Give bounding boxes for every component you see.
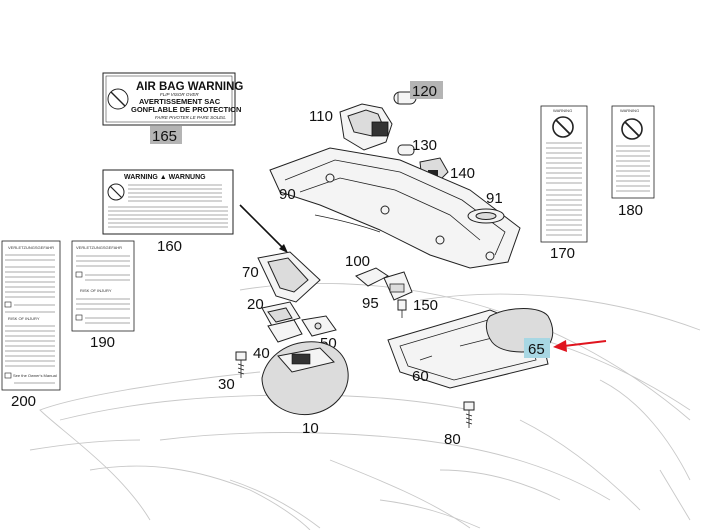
label-165-airbag-warning: AIR BAG WARNING FLIP VISOR OVER AVERTISS… xyxy=(102,72,243,126)
arrow-to-70 xyxy=(239,204,288,253)
part-40-bracket xyxy=(267,319,303,343)
label-150[interactable]: 150 xyxy=(413,297,438,314)
label-40[interactable]: 40 xyxy=(253,345,270,362)
part-10-overhead-console xyxy=(261,341,349,416)
label-200-head: VERLETZUNGSGEFAHR xyxy=(8,245,54,250)
label-100[interactable]: 100 xyxy=(345,253,370,270)
airbag-fr-3: FAIRE PIVOTER LE PARE SOLEIL xyxy=(155,115,226,120)
label-65[interactable]: 65 xyxy=(528,341,545,358)
part-70-visor-frame xyxy=(257,251,321,303)
part-30-screw xyxy=(235,351,247,378)
label-120[interactable]: 120 xyxy=(412,83,437,100)
label-180[interactable]: 180 xyxy=(618,202,643,219)
label-170-sticker: WARNING xyxy=(540,105,588,243)
label-80[interactable]: 80 xyxy=(444,431,461,448)
label-200-sticker: VERLETZUNGSGEFAHR RISK OF INJURY See the… xyxy=(1,240,61,391)
part-150-screw xyxy=(397,299,407,318)
part-91-clip xyxy=(467,208,505,224)
airbag-fr-2: GONFLABLE DE PROTECTION xyxy=(131,105,241,114)
label-165[interactable]: 165 xyxy=(152,128,177,145)
label-200-see: See the Owner's Manual xyxy=(13,373,57,378)
warning-title: WARNING ▲ WARNUNG xyxy=(124,174,206,181)
badge-65 xyxy=(524,338,550,358)
airbag-fr-1: AVERTISSEMENT SAC xyxy=(139,97,221,106)
label-90[interactable]: 90 xyxy=(279,186,296,203)
label-190-risk: RISK OF INJURY xyxy=(80,288,112,293)
label-95[interactable]: 95 xyxy=(362,295,379,312)
label-130[interactable]: 130 xyxy=(412,137,437,154)
part-90-roof-frame xyxy=(269,147,521,269)
part-80-screw xyxy=(463,401,475,428)
label-160-warning: WARNING ▲ WARNUNG xyxy=(102,169,234,235)
label-20[interactable]: 20 xyxy=(247,296,264,313)
label-110[interactable]: 110 xyxy=(309,108,333,125)
label-170[interactable]: 170 xyxy=(550,245,575,262)
part-95-bracket xyxy=(383,271,413,301)
label-170-head: WARNING xyxy=(553,108,572,113)
label-190-sticker: VERLETZUNGSGEFAHR RISK OF INJURY xyxy=(71,240,135,332)
label-60[interactable]: 60 xyxy=(412,368,429,385)
label-30[interactable]: 30 xyxy=(218,376,235,393)
part-110-console-housing xyxy=(339,103,393,151)
label-140[interactable]: 140 xyxy=(450,165,475,182)
arrow-to-65 xyxy=(553,340,607,352)
label-180-sticker: WARNING xyxy=(611,105,655,199)
label-70[interactable]: 70 xyxy=(242,264,259,281)
part-20-clip xyxy=(261,301,301,327)
label-190[interactable]: 190 xyxy=(90,334,115,351)
label-190-head: VERLETZUNGSGEFAHR xyxy=(76,245,122,250)
airbag-title: AIR BAG WARNING xyxy=(136,81,243,93)
label-200[interactable]: 200 xyxy=(11,393,36,410)
label-10[interactable]: 10 xyxy=(302,420,319,437)
label-200-risk: RISK OF INJURY xyxy=(8,316,40,321)
badge-120 xyxy=(410,81,443,99)
airbag-sub: FLIP VISOR OVER xyxy=(160,92,199,97)
badge-165 xyxy=(150,126,182,144)
part-100-bracket xyxy=(355,267,389,287)
part-50-bracket xyxy=(301,315,337,337)
label-91[interactable]: 91 xyxy=(486,190,503,207)
label-160[interactable]: 160 xyxy=(157,238,182,255)
label-180-head: WARNING xyxy=(620,108,639,113)
part-130-bulb xyxy=(397,144,415,156)
